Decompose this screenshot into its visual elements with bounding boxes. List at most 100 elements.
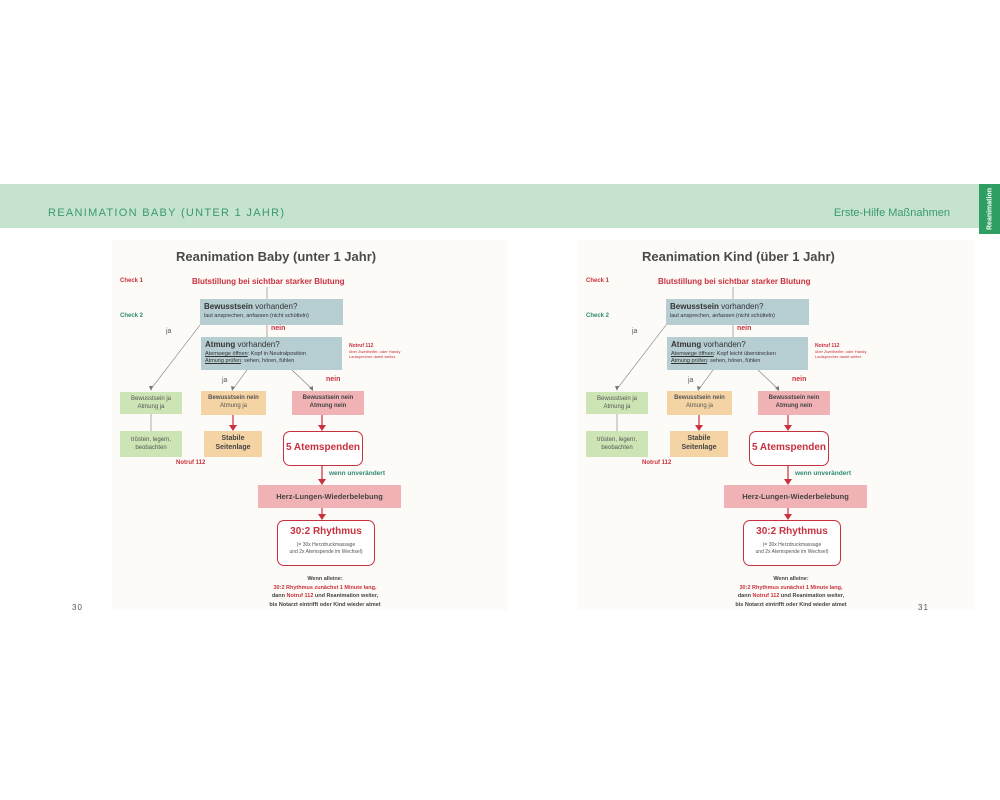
airway-text: : Kopf in Neutralposition: [247, 351, 307, 357]
notruf-side-text: über Zweithelfer, oder Handy Lautspreche…: [815, 349, 867, 359]
state-conscious-l2: Atmung ja: [603, 404, 631, 410]
comfort-l1: trösten, legern,: [130, 437, 172, 443]
check1-text: Blutstillung bei sichtbar starker Blutun…: [658, 277, 811, 286]
breathing-box: Atmung vorhanden? Atemwege öffnen: Kopf …: [667, 337, 808, 370]
ja-label-2: ja: [688, 377, 694, 384]
nein-label-1: nein: [737, 325, 752, 332]
state-box-not-breathing: Bewusstsein nein Atmung nein: [292, 391, 364, 415]
check1-label: Check 1: [586, 278, 610, 284]
alone-title: Wenn alleine:: [307, 576, 343, 582]
running-header-left: REANIMATION BABY (UNTER 1 JAHR): [48, 207, 286, 219]
nein-label-1: nein: [271, 325, 286, 332]
flowchart-panel-baby: Reanimation Baby (unter 1 Jahr) Check 1 …: [120, 249, 410, 609]
rhythm-box: 30:2 Rhythmus (= 30x Herzdruckmassage un…: [743, 520, 841, 566]
running-header-right: Erste-Hilfe Maßnahmen: [833, 207, 950, 219]
breathing-question: vorhanden?: [701, 340, 746, 349]
notruf-bottom: Notruf 112: [176, 460, 206, 466]
alone-line-2b: Notruf 112: [752, 593, 780, 599]
comfort-l2: beobachten: [601, 445, 633, 451]
state-unc-breath-l1: Bewusstsein nein: [674, 395, 725, 401]
alone-line-1: 30:2 Rhythmus zunächst 1 Minute lang,: [273, 584, 377, 591]
consciousness-head: Bewusstsein: [204, 302, 253, 311]
chapter-tab-label: Reanimation: [986, 187, 993, 231]
check1-label: Check 1: [120, 278, 144, 284]
check2-label: Check 2: [120, 313, 144, 319]
alone-line-2c: und Reanimation weiter,: [779, 593, 845, 599]
notruf-bottom: Notruf 112: [642, 460, 672, 466]
consciousness-sub: laut ansprechen, anfassen (nicht schütte…: [670, 313, 775, 319]
consciousness-question: vorhanden?: [252, 302, 298, 311]
rhythm-sub-1: (= 30x Herzdruckmassage: [296, 542, 356, 548]
rhythm-sub-2: und 2x Atemspende im Wechsel): [755, 549, 829, 555]
airway-label: Atemwege öffnen: [671, 351, 714, 357]
page-title: Reanimation Baby (unter 1 Jahr): [176, 249, 377, 264]
state-box-unconscious-breathing: Bewusstsein nein Atmung ja: [667, 391, 732, 415]
state-box-conscious: Bewusstsein ja Atmung ja: [586, 392, 648, 414]
state-no-breath-l1: Bewusstsein nein: [768, 395, 820, 401]
flowchart-connectors: [149, 287, 326, 520]
alone-line-2b: Notruf 112: [286, 593, 314, 599]
cpr-box: Herz-Lungen-Wiederbelebung: [724, 485, 867, 508]
state-conscious-l1: Bewusstsein ja: [130, 396, 172, 402]
airway-text: : Kopf leicht überstrecken: [713, 351, 776, 357]
action-box-recovery-position: Stabile Seitenlage: [204, 431, 262, 457]
action-box-recovery-position: Stabile Seitenlage: [670, 431, 728, 457]
alone-line-3: bis Notarzt eintrifft oder Kind wieder a…: [735, 601, 847, 608]
airway-label: Atemwege öffnen: [205, 351, 248, 357]
recovery-l2: Seitenlage: [681, 444, 717, 451]
comfort-l1: trösten, legern,: [596, 437, 638, 443]
breathing-head: Atmung: [671, 340, 702, 349]
check-breathing-label: Atmung prüfen: [205, 358, 242, 364]
consciousness-head: Bewusstsein: [670, 302, 719, 311]
consciousness-box: Bewusstsein vorhanden? laut ansprechen, …: [666, 299, 809, 325]
alone-line-2c: und Reanimation weiter,: [313, 593, 379, 599]
check-breathing-label: Atmung prüfen: [671, 358, 708, 364]
page-number-left: 30: [72, 603, 83, 612]
alone-instructions: Wenn alleine: 30:2 Rhythmus zunächst 1 M…: [240, 575, 410, 609]
rhythm-sub-1: (= 30x Herzdruckmassage: [762, 542, 822, 548]
state-conscious-l2: Atmung ja: [137, 404, 165, 410]
if-unchanged-label: wenn unverändert: [329, 470, 385, 477]
state-box-conscious: Bewusstsein ja Atmung ja: [120, 392, 182, 414]
consciousness-sub: laut ansprechen, anfassen (nicht schütte…: [204, 313, 309, 319]
flowchart-connectors: [615, 287, 792, 520]
notruf-side-text: über Zweithelfer, oder Handy Lautspreche…: [349, 349, 401, 359]
consciousness-question: vorhanden?: [718, 302, 764, 311]
state-unc-breath-l1: Bewusstsein nein: [208, 395, 259, 401]
ja-label-1: ja: [166, 328, 172, 335]
alone-line-2a: dann: [737, 593, 753, 599]
flowchart-panel-child: Reanimation Kind (über 1 Jahr) Check 1 B…: [466, 0, 966, 800]
rhythm-box: 30:2 Rhythmus (= 30x Herzdruckmassage un…: [277, 520, 375, 566]
nein-label-2: nein: [792, 376, 807, 383]
recovery-l1: Stabile: [221, 435, 245, 442]
breathing-head: Atmung: [205, 340, 236, 349]
alone-line-1: 30:2 Rhythmus zunächst 1 Minute lang,: [739, 584, 843, 591]
cpr-box: Herz-Lungen-Wiederbelebung: [258, 485, 401, 508]
check2-label: Check 2: [586, 313, 610, 319]
state-no-breath-l2: Atmung nein: [775, 403, 813, 409]
state-unc-breath-l2: Atmung ja: [219, 403, 247, 409]
rhythm-sub-2: und 2x Atemspende im Wechsel): [289, 549, 363, 555]
header-band: [0, 184, 1000, 228]
recovery-l2: Seitenlage: [215, 444, 251, 451]
page-title: Reanimation Kind (über 1 Jahr): [642, 249, 835, 264]
state-no-breath-l2: Atmung nein: [309, 403, 347, 409]
alone-instructions: Wenn alleine: 30:2 Rhythmus zunächst 1 M…: [706, 575, 876, 609]
check1-text: Blutstillung bei sichtbar starker Blutun…: [192, 277, 345, 286]
chapter-tab[interactable]: Reanimation: [979, 184, 1000, 234]
page-number-right: 31: [918, 603, 929, 612]
rescue-breaths-box: 5 Atemspenden: [283, 431, 363, 466]
if-unchanged-label: wenn unverändert: [795, 470, 851, 477]
recovery-l1: Stabile: [687, 435, 711, 442]
notruf-side-title: Notruf 112: [349, 343, 374, 349]
check-breathing-text: : sehen, hören, fühlen: [241, 358, 295, 364]
state-unc-breath-l2: Atmung ja: [685, 403, 713, 409]
ja-label-1: ja: [632, 328, 638, 335]
nein-label-2: nein: [326, 376, 341, 383]
rescue-breaths-box: 5 Atemspenden: [749, 431, 829, 466]
alone-line-3: bis Notarzt eintrifft oder Kind wieder a…: [269, 601, 381, 608]
notruf-side-title: Notruf 112: [815, 343, 840, 349]
rhythm-title: 30:2 Rhythmus: [290, 526, 362, 537]
check-breathing-text: : sehen, hören, fühlen: [707, 358, 761, 364]
state-box-not-breathing: Bewusstsein nein Atmung nein: [758, 391, 830, 415]
